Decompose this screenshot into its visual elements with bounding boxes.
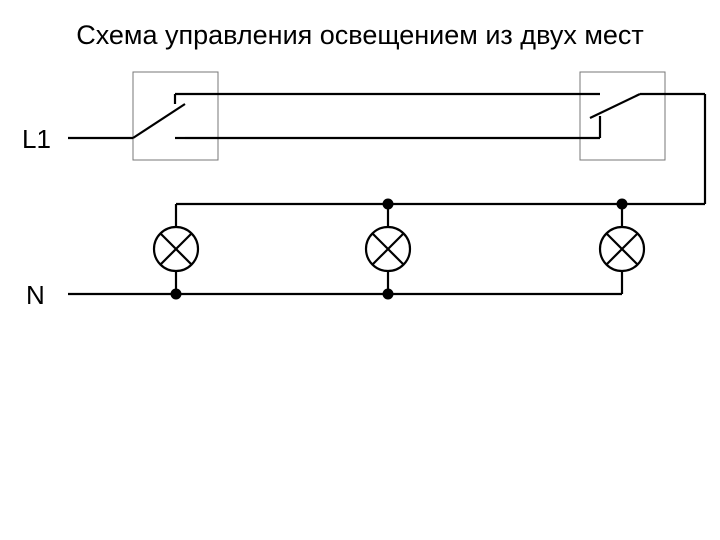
junction-dot-top-3	[616, 198, 628, 210]
junction-dot-neutral-1	[170, 288, 182, 300]
lamp-1-cross-b	[159, 232, 193, 266]
terminal-n-label: N	[26, 280, 45, 310]
lamp-3	[598, 204, 646, 294]
lamp-3-cross-b	[605, 232, 639, 266]
switch-2	[589, 92, 705, 138]
terminal-l1-label: L1	[22, 124, 51, 154]
diagram-title: Схема управления освещением из двух мест	[76, 20, 644, 50]
switch-1	[132, 94, 186, 140]
lamp-2-cross-b	[371, 232, 405, 266]
switch-1-box	[132, 71, 219, 161]
lamp-2	[364, 204, 412, 294]
lamp-1	[152, 204, 200, 294]
junction-dot-top-2	[382, 198, 394, 210]
switch-1-blade	[132, 103, 186, 139]
junction-dot-neutral-2	[382, 288, 394, 300]
switch-2-blade	[589, 93, 641, 119]
